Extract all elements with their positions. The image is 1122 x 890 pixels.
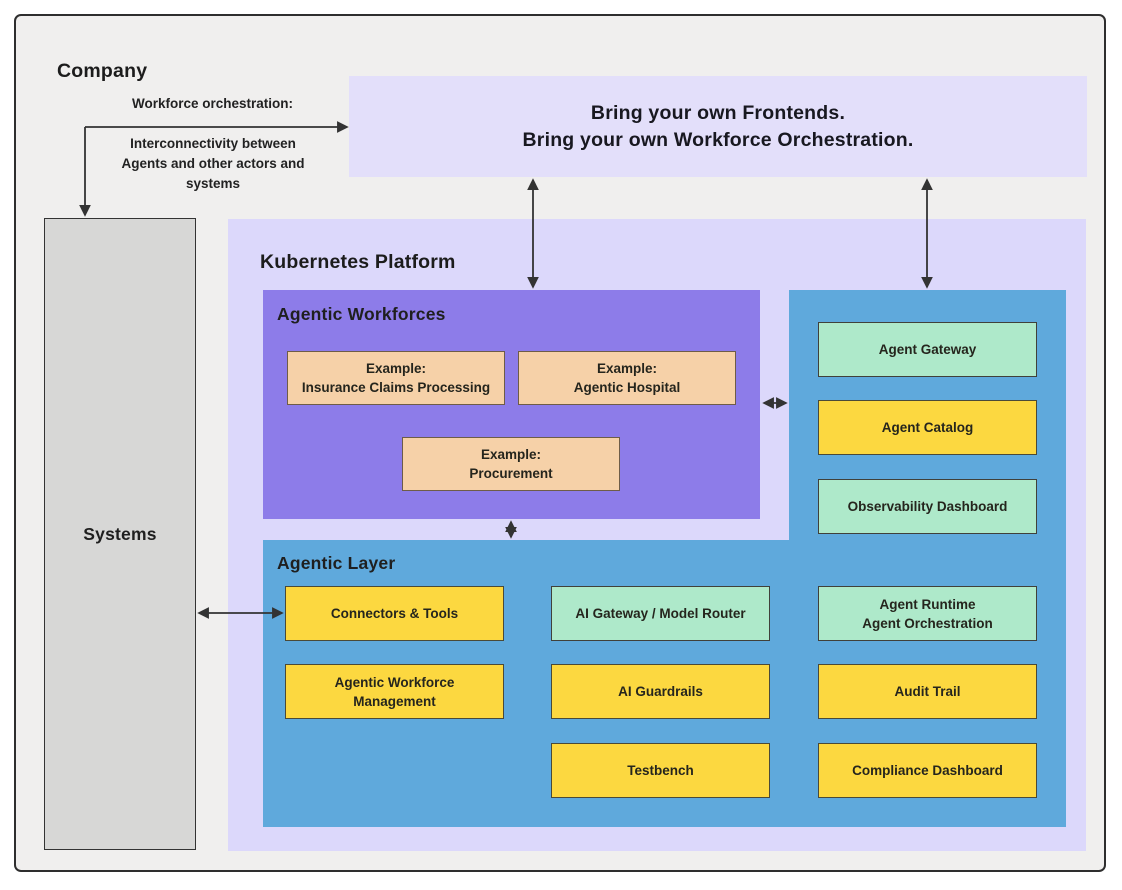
example-insurance-claims-box: Example: Insurance Claims Processing bbox=[287, 351, 505, 405]
testbench-box: Testbench bbox=[551, 743, 770, 798]
company-label: Company bbox=[57, 60, 148, 82]
compliance-dashboard-box: Compliance Dashboard bbox=[818, 743, 1037, 798]
audit-trail-box: Audit Trail bbox=[818, 664, 1037, 719]
interconnectivity-label: Interconnectivity between Agents and oth… bbox=[121, 136, 305, 191]
example-procurement-box: Example: Procurement bbox=[402, 437, 620, 491]
agent-gateway-label: Agent Gateway bbox=[878, 342, 977, 357]
frontends-box: Bring your own Frontends. Bring your own… bbox=[349, 76, 1087, 177]
connectors-tools-box: Connectors & Tools bbox=[285, 586, 504, 641]
workforce-orchestration-label: Workforce orchestration: bbox=[131, 96, 294, 111]
ai-guardrails-box: AI Guardrails bbox=[551, 664, 770, 719]
example-procurement-label: Example: Procurement bbox=[469, 447, 553, 481]
ai-gateway-model-router-label: AI Gateway / Model Router bbox=[575, 606, 746, 621]
example-agentic-hospital-label: Example: Agentic Hospital bbox=[573, 361, 681, 395]
agent-runtime-orchestration-label: Agent Runtime Agent Orchestration bbox=[862, 596, 993, 631]
agentic-workforce-management-label: Agentic Workforce Management bbox=[334, 674, 455, 709]
testbench-label: Testbench bbox=[627, 763, 694, 778]
systems-box: Systems bbox=[44, 218, 196, 850]
observability-dashboard-box: Observability Dashboard bbox=[818, 479, 1037, 534]
compliance-dashboard-label: Compliance Dashboard bbox=[852, 763, 1003, 778]
example-insurance-claims-label: Example: Insurance Claims Processing bbox=[301, 361, 491, 395]
agentic-layer-label: Agentic Layer bbox=[277, 553, 396, 573]
example-agentic-hospital-box: Example: Agentic Hospital bbox=[518, 351, 736, 405]
systems-label: Systems bbox=[83, 523, 157, 544]
audit-trail-label: Audit Trail bbox=[894, 684, 961, 699]
ai-gateway-model-router-box: AI Gateway / Model Router bbox=[551, 586, 770, 641]
agentic-workforces-label: Agentic Workforces bbox=[277, 304, 446, 324]
ai-guardrails-label: AI Guardrails bbox=[618, 684, 703, 699]
observability-dashboard-label: Observability Dashboard bbox=[847, 499, 1008, 514]
agentic-workforce-management-box: Agentic Workforce Management bbox=[285, 664, 504, 719]
agent-gateway-box: Agent Gateway bbox=[818, 322, 1037, 377]
frontends-line2: Bring your own Workforce Orchestration. bbox=[522, 128, 914, 151]
agent-catalog-box: Agent Catalog bbox=[818, 400, 1037, 455]
agent-catalog-label: Agent Catalog bbox=[881, 420, 974, 435]
agent-runtime-orchestration-box: Agent Runtime Agent Orchestration bbox=[818, 586, 1037, 641]
kubernetes-platform-label: Kubernetes Platform bbox=[260, 251, 456, 273]
connectors-tools-label: Connectors & Tools bbox=[330, 606, 459, 621]
frontends-line1: Bring your own Frontends. bbox=[590, 101, 846, 124]
